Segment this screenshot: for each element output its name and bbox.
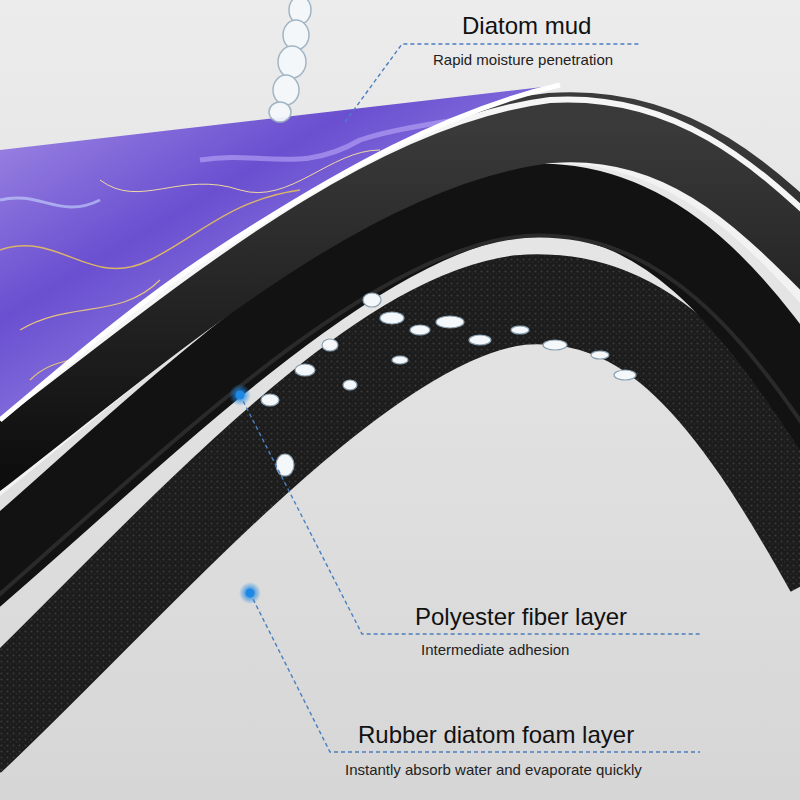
- layer-note: Instantly absorb water and evaporate qui…: [345, 761, 642, 779]
- layer-name: Polyester fiber layer: [415, 603, 627, 631]
- layer-name: Diatom mud: [462, 12, 591, 40]
- layer-note: Rapid moisture penetration: [433, 51, 613, 69]
- layer-note: Intermediate adhesion: [421, 641, 569, 659]
- layer-name: Rubber diatom foam layer: [358, 721, 634, 749]
